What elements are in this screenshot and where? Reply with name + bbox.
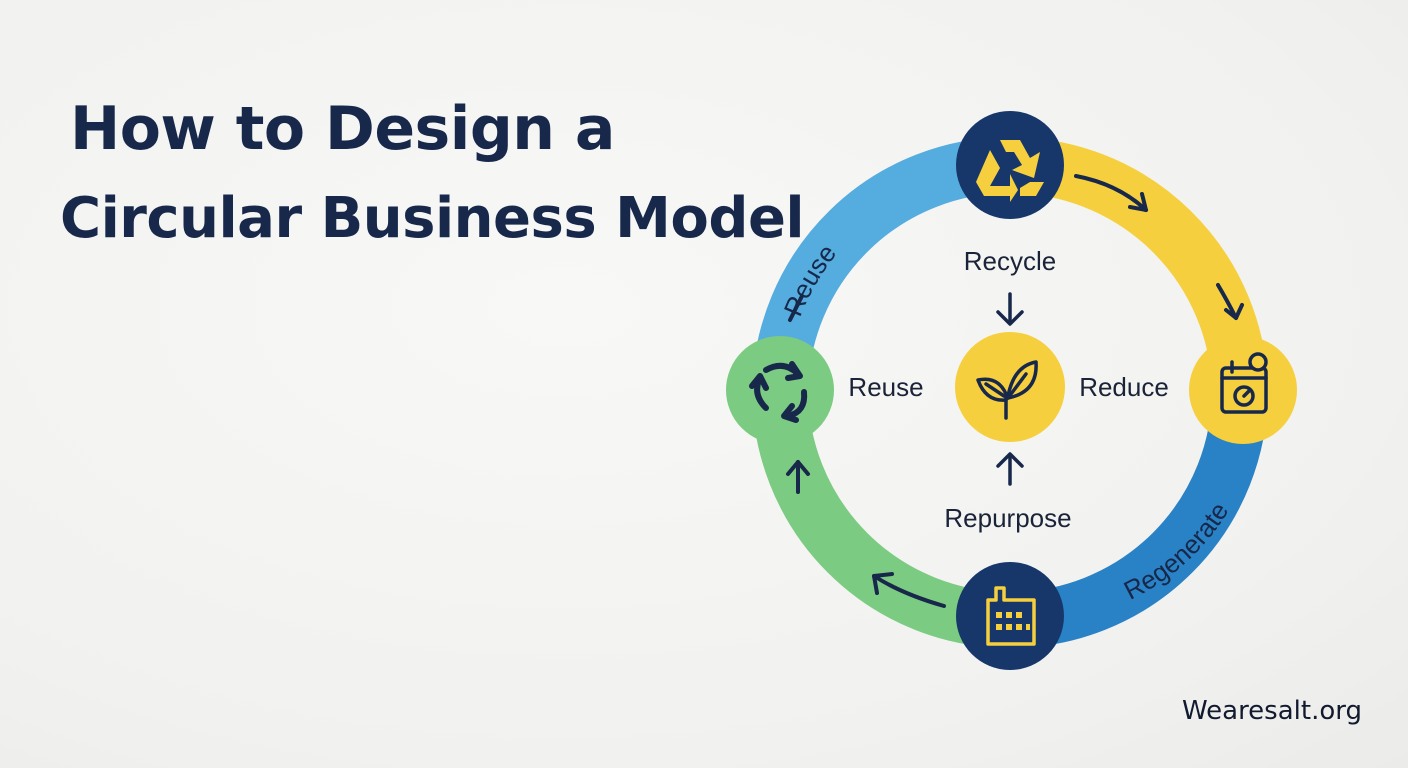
page-title: How to Design a Circular Business Model (60, 84, 805, 264)
bottom-node (956, 562, 1064, 670)
title-line-1: How to Design a (70, 94, 615, 164)
arrow-icon (1216, 283, 1244, 320)
site-credit: Wearesalt.org (1181, 696, 1362, 726)
left-node (726, 336, 834, 444)
calendar-clock-icon (1220, 352, 1268, 414)
arrow-icon (872, 572, 946, 608)
arrow-down-icon (996, 292, 1024, 326)
factory-icon (986, 586, 1036, 646)
recycle-arrows-icon (749, 361, 808, 423)
dash-mark-icon (788, 294, 804, 322)
center-node (955, 332, 1065, 442)
arrow-icon (786, 460, 810, 494)
recycle-icon (976, 140, 1044, 202)
label-reduce: Reduce (1079, 372, 1169, 402)
label-reuse: Reuse (848, 372, 923, 402)
leaf-icon (976, 360, 1038, 420)
title-line-2: Circular Business Model (60, 186, 805, 251)
right-node (1189, 336, 1297, 444)
arrow-up-icon (996, 452, 1024, 486)
label-recycle: Recycle (964, 246, 1056, 276)
top-node (956, 111, 1064, 219)
arrow-icon (1074, 174, 1148, 212)
label-repurpose: Repurpose (944, 503, 1071, 533)
